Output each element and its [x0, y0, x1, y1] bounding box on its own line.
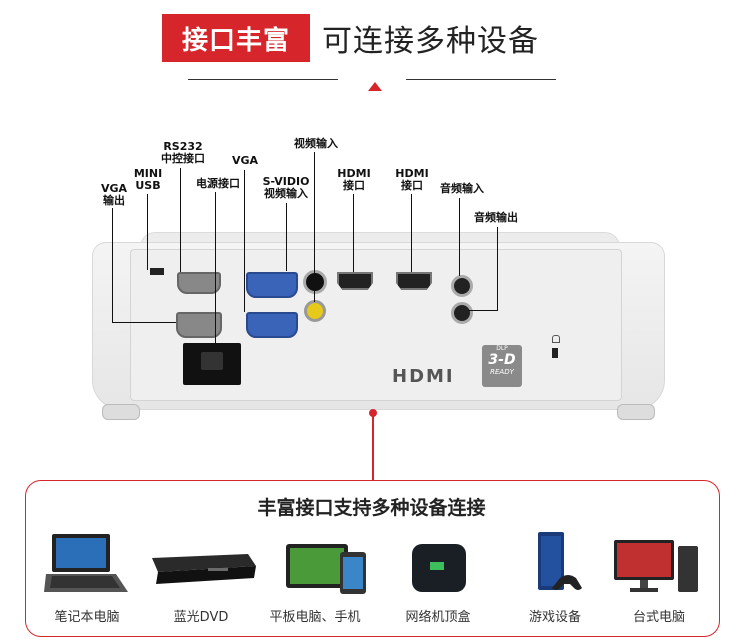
label-hdmi2-line2: 接口: [401, 179, 423, 192]
power-socket-inner: [201, 352, 223, 370]
vga-in-port-2: [246, 312, 298, 338]
hdmi-port-2: [396, 272, 432, 290]
divider-left: [188, 79, 338, 80]
leader-vga-out: [112, 208, 113, 322]
leader-video-in: [314, 152, 315, 302]
label-vga-in: VGA: [231, 154, 259, 167]
leader-audio-out: [497, 227, 498, 310]
devices-panel: [25, 480, 720, 637]
video-in-port: [304, 300, 326, 322]
label-rs232-line1: RS232: [163, 140, 203, 153]
label-s-video-line2: 视频输入: [264, 187, 308, 200]
audio-out-port: [451, 302, 473, 324]
triangle-icon: [368, 82, 382, 91]
mini-usb-port: [150, 268, 164, 275]
label-rs232-line2: 中控接口: [161, 152, 205, 165]
leader-vga-out-h: [112, 322, 176, 323]
kensington-slot: [552, 348, 558, 358]
bluray-player-icon: [148, 550, 258, 590]
label-mini-usb-line2: USB: [135, 179, 161, 192]
set-top-box-icon: [408, 540, 470, 596]
label-hdmi1-line2: 接口: [343, 179, 365, 192]
label-mini-usb: MINI USB: [130, 168, 166, 192]
label-vga-out-line2: 输出: [103, 194, 125, 207]
device-label-desktop: 台式电脑: [632, 610, 685, 625]
hdmi-port-1: [337, 272, 373, 290]
label-hdmi1-line1: HDMI: [337, 167, 371, 180]
device-label-laptop: 笔记本电脑: [54, 610, 120, 625]
label-audio-in: 音频输入: [440, 182, 484, 195]
projector-foot-right: [617, 404, 655, 420]
devices-title: 丰富接口支持多种设备连接: [257, 497, 486, 519]
leader-hdmi1: [353, 194, 354, 272]
dlp-top-text: DLP: [496, 345, 508, 352]
label-audio-out: 音频输出: [474, 211, 518, 224]
game-console-icon: [524, 530, 588, 596]
label-video-in: 视频输入: [294, 137, 338, 150]
label-vga-out: VGA 输出: [96, 183, 132, 207]
label-s-video: S-VIDIO 视频输入: [258, 176, 314, 200]
leader-rs232: [180, 168, 181, 272]
label-mini-usb-line1: MINI: [133, 167, 163, 180]
leader-hdmi2: [411, 194, 412, 272]
device-label-tablet: 平板电脑、手机: [269, 610, 361, 625]
leader-vga-in: [244, 170, 245, 312]
dlp-ready-text: READY: [490, 368, 514, 376]
dlp-3d-badge: DLP 3-D READY: [482, 345, 522, 387]
label-rs232: RS232 中控接口: [155, 141, 211, 165]
s-video-port: [303, 270, 327, 294]
audio-in-port: [451, 275, 473, 297]
header-badge: 接口丰富: [162, 14, 310, 62]
label-hdmi2: HDMI 接口: [392, 168, 432, 192]
vga-in-port-1: [246, 272, 298, 298]
leader-mini-usb: [147, 194, 148, 270]
label-s-video-line1: S-VIDIO: [262, 175, 310, 188]
divider-right: [406, 79, 556, 80]
label-hdmi2-line1: HDMI: [395, 167, 429, 180]
leader-s-video: [286, 203, 287, 271]
vga-out-port: [176, 312, 222, 338]
connector-line: [372, 412, 374, 480]
leader-audio-in: [459, 198, 460, 276]
dlp-3d-text: 3-D: [488, 352, 516, 368]
label-power: 电源接口: [196, 177, 240, 190]
device-label-settopbox: 网络机顶盒: [405, 610, 471, 625]
leader-audio-out-h: [468, 310, 498, 311]
rs232-port: [177, 272, 221, 294]
desktop-computer-icon: [612, 538, 702, 596]
projector-foot-left: [102, 404, 140, 420]
label-hdmi1: HDMI 接口: [334, 168, 374, 192]
header-title: 可连接多种设备: [322, 24, 539, 59]
label-vga-out-line1: VGA: [100, 182, 128, 195]
hdmi-logo: HDMI: [392, 366, 455, 387]
device-label-game: 游戏设备: [528, 610, 581, 625]
lock-icon: [552, 335, 560, 343]
device-label-bluray: 蓝光DVD: [173, 610, 229, 625]
laptop-icon: [42, 532, 130, 596]
tablet-phone-icon: [284, 538, 374, 596]
leader-power: [215, 192, 216, 346]
